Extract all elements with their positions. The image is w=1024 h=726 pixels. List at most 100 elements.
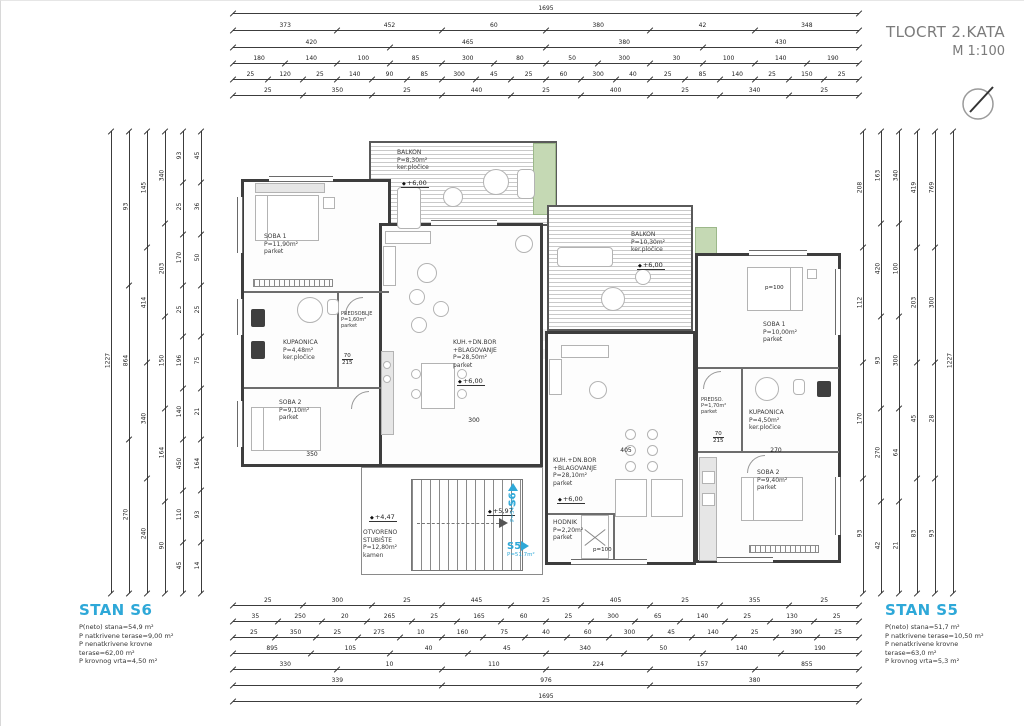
dimension: 224	[592, 661, 604, 668]
dimension: 400	[609, 87, 622, 94]
dimension: 300	[607, 613, 619, 620]
window	[717, 557, 773, 563]
nightstand	[323, 197, 335, 209]
dimension: 250	[294, 613, 306, 620]
kitchen-counter	[381, 351, 394, 435]
dimension: 420	[305, 39, 317, 46]
plant	[515, 235, 533, 253]
dimension: 275	[373, 629, 385, 636]
partition	[337, 293, 339, 387]
window	[237, 401, 243, 447]
nightstand	[807, 269, 817, 279]
dimension: 25	[194, 305, 202, 313]
dimension: 170	[176, 252, 184, 264]
elevation-marker: +6,00	[457, 377, 485, 386]
window	[749, 250, 807, 256]
dimension: 140	[696, 613, 709, 620]
drawing-title: TLOCRT 2.KATA	[886, 23, 1005, 41]
dimension	[233, 701, 859, 702]
dimension: 150	[158, 354, 166, 367]
dimension: 25	[263, 87, 272, 94]
dimension	[129, 131, 130, 593]
dimension: 60	[583, 629, 592, 636]
balcony-table	[601, 287, 625, 311]
dimension: 25	[564, 613, 573, 620]
dimension: 150	[801, 71, 813, 78]
chair	[457, 389, 467, 399]
shower	[755, 377, 779, 401]
dimension	[165, 131, 166, 593]
parapet-note: p=100	[593, 547, 612, 553]
partition	[548, 513, 614, 515]
dimension	[233, 95, 859, 96]
dimension: 100	[892, 262, 900, 274]
dimension: 350	[306, 451, 318, 458]
dimension: 170	[856, 412, 864, 424]
table	[409, 289, 425, 305]
dimension: 145	[140, 181, 148, 193]
dimension: 35	[251, 613, 260, 620]
window	[269, 176, 333, 182]
sofa	[561, 345, 609, 358]
dimension: 414	[140, 297, 148, 309]
dimension: 25	[750, 629, 759, 636]
dimension: 50	[194, 254, 202, 262]
partition	[613, 513, 615, 563]
dimension: 25	[542, 87, 550, 94]
appliance	[702, 471, 715, 484]
balcony-chair	[443, 187, 463, 207]
dimension: 10	[416, 629, 425, 636]
dimension: 85	[698, 71, 707, 78]
dimension: 64	[892, 449, 900, 457]
partition	[244, 291, 389, 293]
drawing-scale: M 1:100	[952, 44, 1005, 59]
elevation-marker: +6,00	[401, 179, 429, 188]
dimension	[111, 131, 112, 593]
dimension	[859, 590, 867, 597]
apartment-name-s5: STAN S5	[885, 601, 959, 619]
title-block: TLOCRT 2.KATA M 1:100	[886, 23, 1005, 59]
dimension: 452	[383, 22, 396, 29]
dimension: 340	[579, 645, 591, 652]
dimension: 25	[681, 597, 689, 604]
window	[571, 559, 647, 565]
dimension: 93	[928, 529, 936, 538]
dining-table	[651, 479, 683, 517]
dimension	[953, 131, 954, 593]
coffee-table	[589, 381, 607, 399]
chair	[647, 461, 658, 472]
bed-pillow	[255, 195, 268, 241]
partition	[698, 367, 839, 369]
hob	[383, 361, 391, 369]
chair	[647, 445, 658, 456]
dimension: 340	[140, 412, 148, 424]
dimension: 14	[194, 562, 202, 570]
table	[433, 301, 449, 317]
dimension: 93	[856, 529, 864, 538]
hob	[383, 375, 391, 383]
chair	[411, 369, 421, 379]
sofa	[385, 231, 431, 244]
dimension: 83	[910, 529, 918, 538]
bed-pillow	[790, 267, 803, 311]
dimension	[233, 685, 859, 686]
sink-icon	[251, 309, 265, 327]
dimension: 42	[698, 22, 707, 29]
dimension: 419	[910, 181, 918, 193]
spec-line: P krovnog vrta=5,3 m²	[885, 657, 960, 665]
dimension: 25	[524, 71, 533, 78]
dimension: 380	[592, 22, 604, 29]
dimension: 85	[420, 71, 429, 78]
dimension: 65	[653, 613, 662, 620]
wardrobe	[255, 183, 325, 193]
dimension: 45	[910, 414, 918, 423]
dimension: 405	[609, 597, 622, 604]
dimension: 339	[331, 677, 344, 684]
dimension: 25	[820, 87, 829, 94]
balcony-chair	[635, 269, 651, 285]
